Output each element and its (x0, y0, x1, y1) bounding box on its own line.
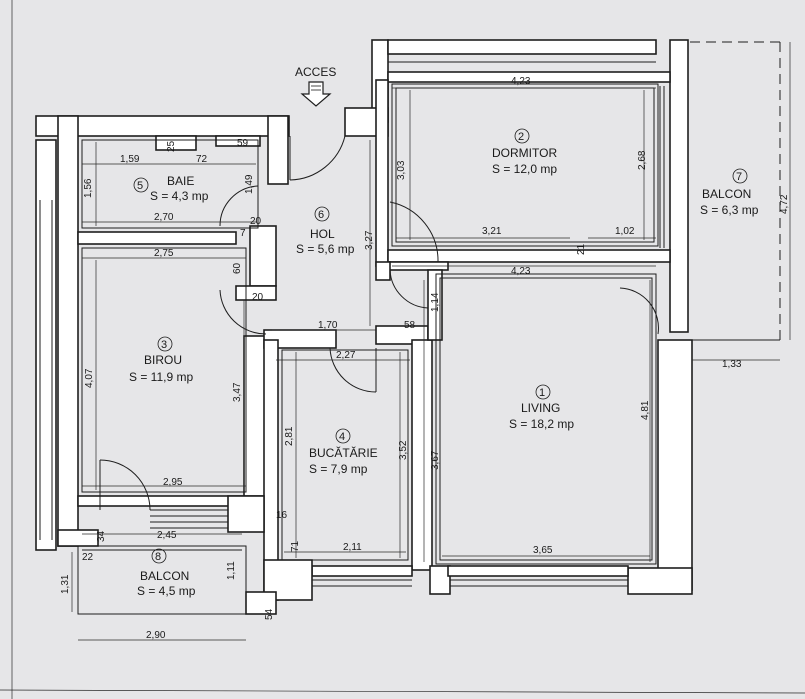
dimension-label: 1,11 (226, 561, 237, 580)
dimension-label: 1,33 (722, 359, 742, 370)
room-balcon-8: 8 BALCON S = 4,5 mp (137, 551, 196, 598)
room-name: LIVING (521, 401, 560, 415)
dimension-label: 22 (82, 552, 94, 563)
dimension-label: 1,02 (615, 226, 635, 237)
room-name: BIROU (144, 353, 182, 367)
room-area: S = 6,3 mp (700, 203, 759, 217)
room-baie: 5 BAIE S = 4,3 mp (137, 174, 209, 203)
dimension-label: 16 (276, 510, 288, 521)
room-name: BALCON (140, 569, 189, 583)
dimension-label: 1,49 (244, 174, 255, 194)
dimension-label: 59 (237, 138, 249, 149)
room-area: S = 5,6 mp (296, 242, 355, 256)
room-area: S = 18,2 mp (509, 417, 574, 431)
room-number: 5 (137, 180, 143, 192)
room-dormitor: 2 DORMITOR S = 12,0 mp (492, 131, 557, 176)
dimension-label: 3,27 (364, 230, 375, 250)
dimension-label: 4,23 (511, 76, 531, 87)
living-door-arc (389, 269, 429, 309)
room-birou: 3 BIROU S = 11,9 mp (129, 339, 193, 384)
dimension-label: 20 (252, 292, 264, 303)
dimension-label: 2,70 (154, 212, 174, 223)
room-name: BUCĂTĂRIE (309, 445, 378, 460)
room-area: S = 12,0 mp (492, 162, 557, 176)
dimension-label: 72 (196, 154, 208, 165)
bathroom-door-arc (219, 185, 259, 227)
room-number: 4 (339, 431, 345, 443)
doors (99, 135, 659, 511)
dimension-label: 3,52 (398, 440, 409, 460)
dimension-label: 4,07 (84, 368, 95, 388)
room-name: BAIE (167, 174, 194, 188)
room-balcon-7: 7 BALCON S = 6,3 mp (700, 171, 759, 217)
dimension-label: 1,31 (60, 574, 71, 594)
dimension-label: 2,95 (163, 477, 183, 488)
room-number: 6 (318, 209, 324, 221)
kitchen-door-arc (329, 347, 377, 393)
room-living: 1 LIVING S = 18,2 mp (509, 387, 574, 431)
dimension-label: 1,59 (120, 154, 140, 165)
room-hol: 6 HOL S = 5,6 mp (296, 209, 355, 256)
dimension-label: 1,70 (318, 320, 338, 331)
dimension-label: 2,11 (343, 542, 362, 553)
dimension-label: 2,45 (157, 530, 177, 541)
entrance-door-arc (289, 135, 346, 181)
dimension-labels: 4,23 2,68 3,03 3,21 21 1,02 4,23 4,72 1,… (60, 76, 790, 641)
dimension-label: 7 (240, 228, 246, 239)
room-number-circles (133, 128, 748, 564)
access-arrow-icon (300, 81, 332, 107)
dimension-lines (71, 42, 791, 641)
room-number: 7 (736, 171, 742, 183)
dimension-label: 1,56 (83, 178, 94, 198)
room-number: 2 (518, 131, 524, 143)
birou-door-arc (219, 289, 267, 335)
dimension-label: 4,81 (640, 400, 651, 420)
balcony8-door-arc (99, 459, 151, 511)
room-number: 1 (539, 387, 545, 399)
room-name: DORMITOR (492, 146, 557, 160)
dimension-label: 1,14 (430, 292, 441, 312)
dimension-label: 3,47 (232, 382, 243, 402)
dimension-label: 3,03 (396, 160, 407, 180)
dimension-label: 58 (404, 320, 416, 331)
dimension-label: 3,65 (533, 545, 553, 556)
dimension-label: 34 (96, 530, 107, 542)
dimension-label: 25 (166, 140, 177, 152)
room-area: S = 4,5 mp (137, 584, 196, 598)
room-name: BALCON (702, 187, 751, 201)
dimension-label: 4,23 (511, 266, 531, 277)
room-number: 3 (161, 339, 167, 351)
dimension-label: 21 (576, 243, 587, 255)
dimension-label: 20 (250, 216, 262, 227)
dimension-label: 2,81 (284, 426, 295, 446)
dimension-label: 3,67 (430, 450, 441, 470)
room-bucatarie: 4 BUCĂTĂRIE S = 7,9 mp (309, 431, 378, 476)
dimension-label: 71 (290, 540, 301, 552)
dimension-label: 60 (232, 262, 243, 274)
dimension-label: 54 (264, 608, 275, 620)
balcony-door-arc (619, 287, 659, 335)
dimension-label: 4,72 (779, 194, 790, 214)
dimension-label: 2,27 (336, 350, 356, 361)
room-name: HOL (310, 227, 335, 241)
window-lines (39, 41, 781, 615)
room-area: S = 4,3 mp (150, 189, 209, 203)
dimension-label: 2,75 (154, 248, 174, 259)
dimension-label: 3,21 (482, 226, 502, 237)
dimension-label: 2,90 (146, 630, 166, 641)
bedroom-door-arc (389, 201, 439, 263)
dimension-label: 2,68 (637, 150, 648, 170)
room-area: S = 11,9 mp (129, 370, 193, 384)
walls (35, 39, 693, 615)
room-number: 8 (155, 551, 161, 563)
room-area: S = 7,9 mp (309, 462, 368, 476)
access-label: ACCES (295, 65, 336, 79)
